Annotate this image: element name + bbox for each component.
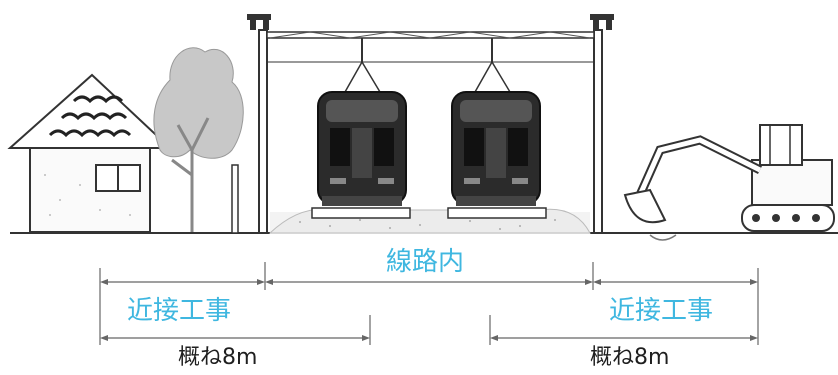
- track-bed: [311, 207, 547, 219]
- near-work-label-left: 近接工事: [127, 296, 232, 326]
- train-icon: [317, 61, 407, 206]
- excavator-icon: [623, 124, 835, 241]
- distance-label-left: 概ね8m: [178, 345, 258, 370]
- train-icon: [451, 61, 541, 206]
- track-zone-label: 線路内: [386, 247, 465, 277]
- house-icon: [7, 73, 173, 233]
- dimension-8m-right: [489, 315, 758, 345]
- near-work-label-right: 近接工事: [609, 296, 714, 326]
- dimension-8m-left: [100, 315, 371, 345]
- arrowheads: [100, 279, 758, 285]
- distance-label-right: 概ね8m: [590, 345, 670, 370]
- tree-icon: [153, 47, 244, 234]
- dimension-track-zone: [99, 262, 759, 345]
- catenary-pole-icon: [247, 14, 614, 234]
